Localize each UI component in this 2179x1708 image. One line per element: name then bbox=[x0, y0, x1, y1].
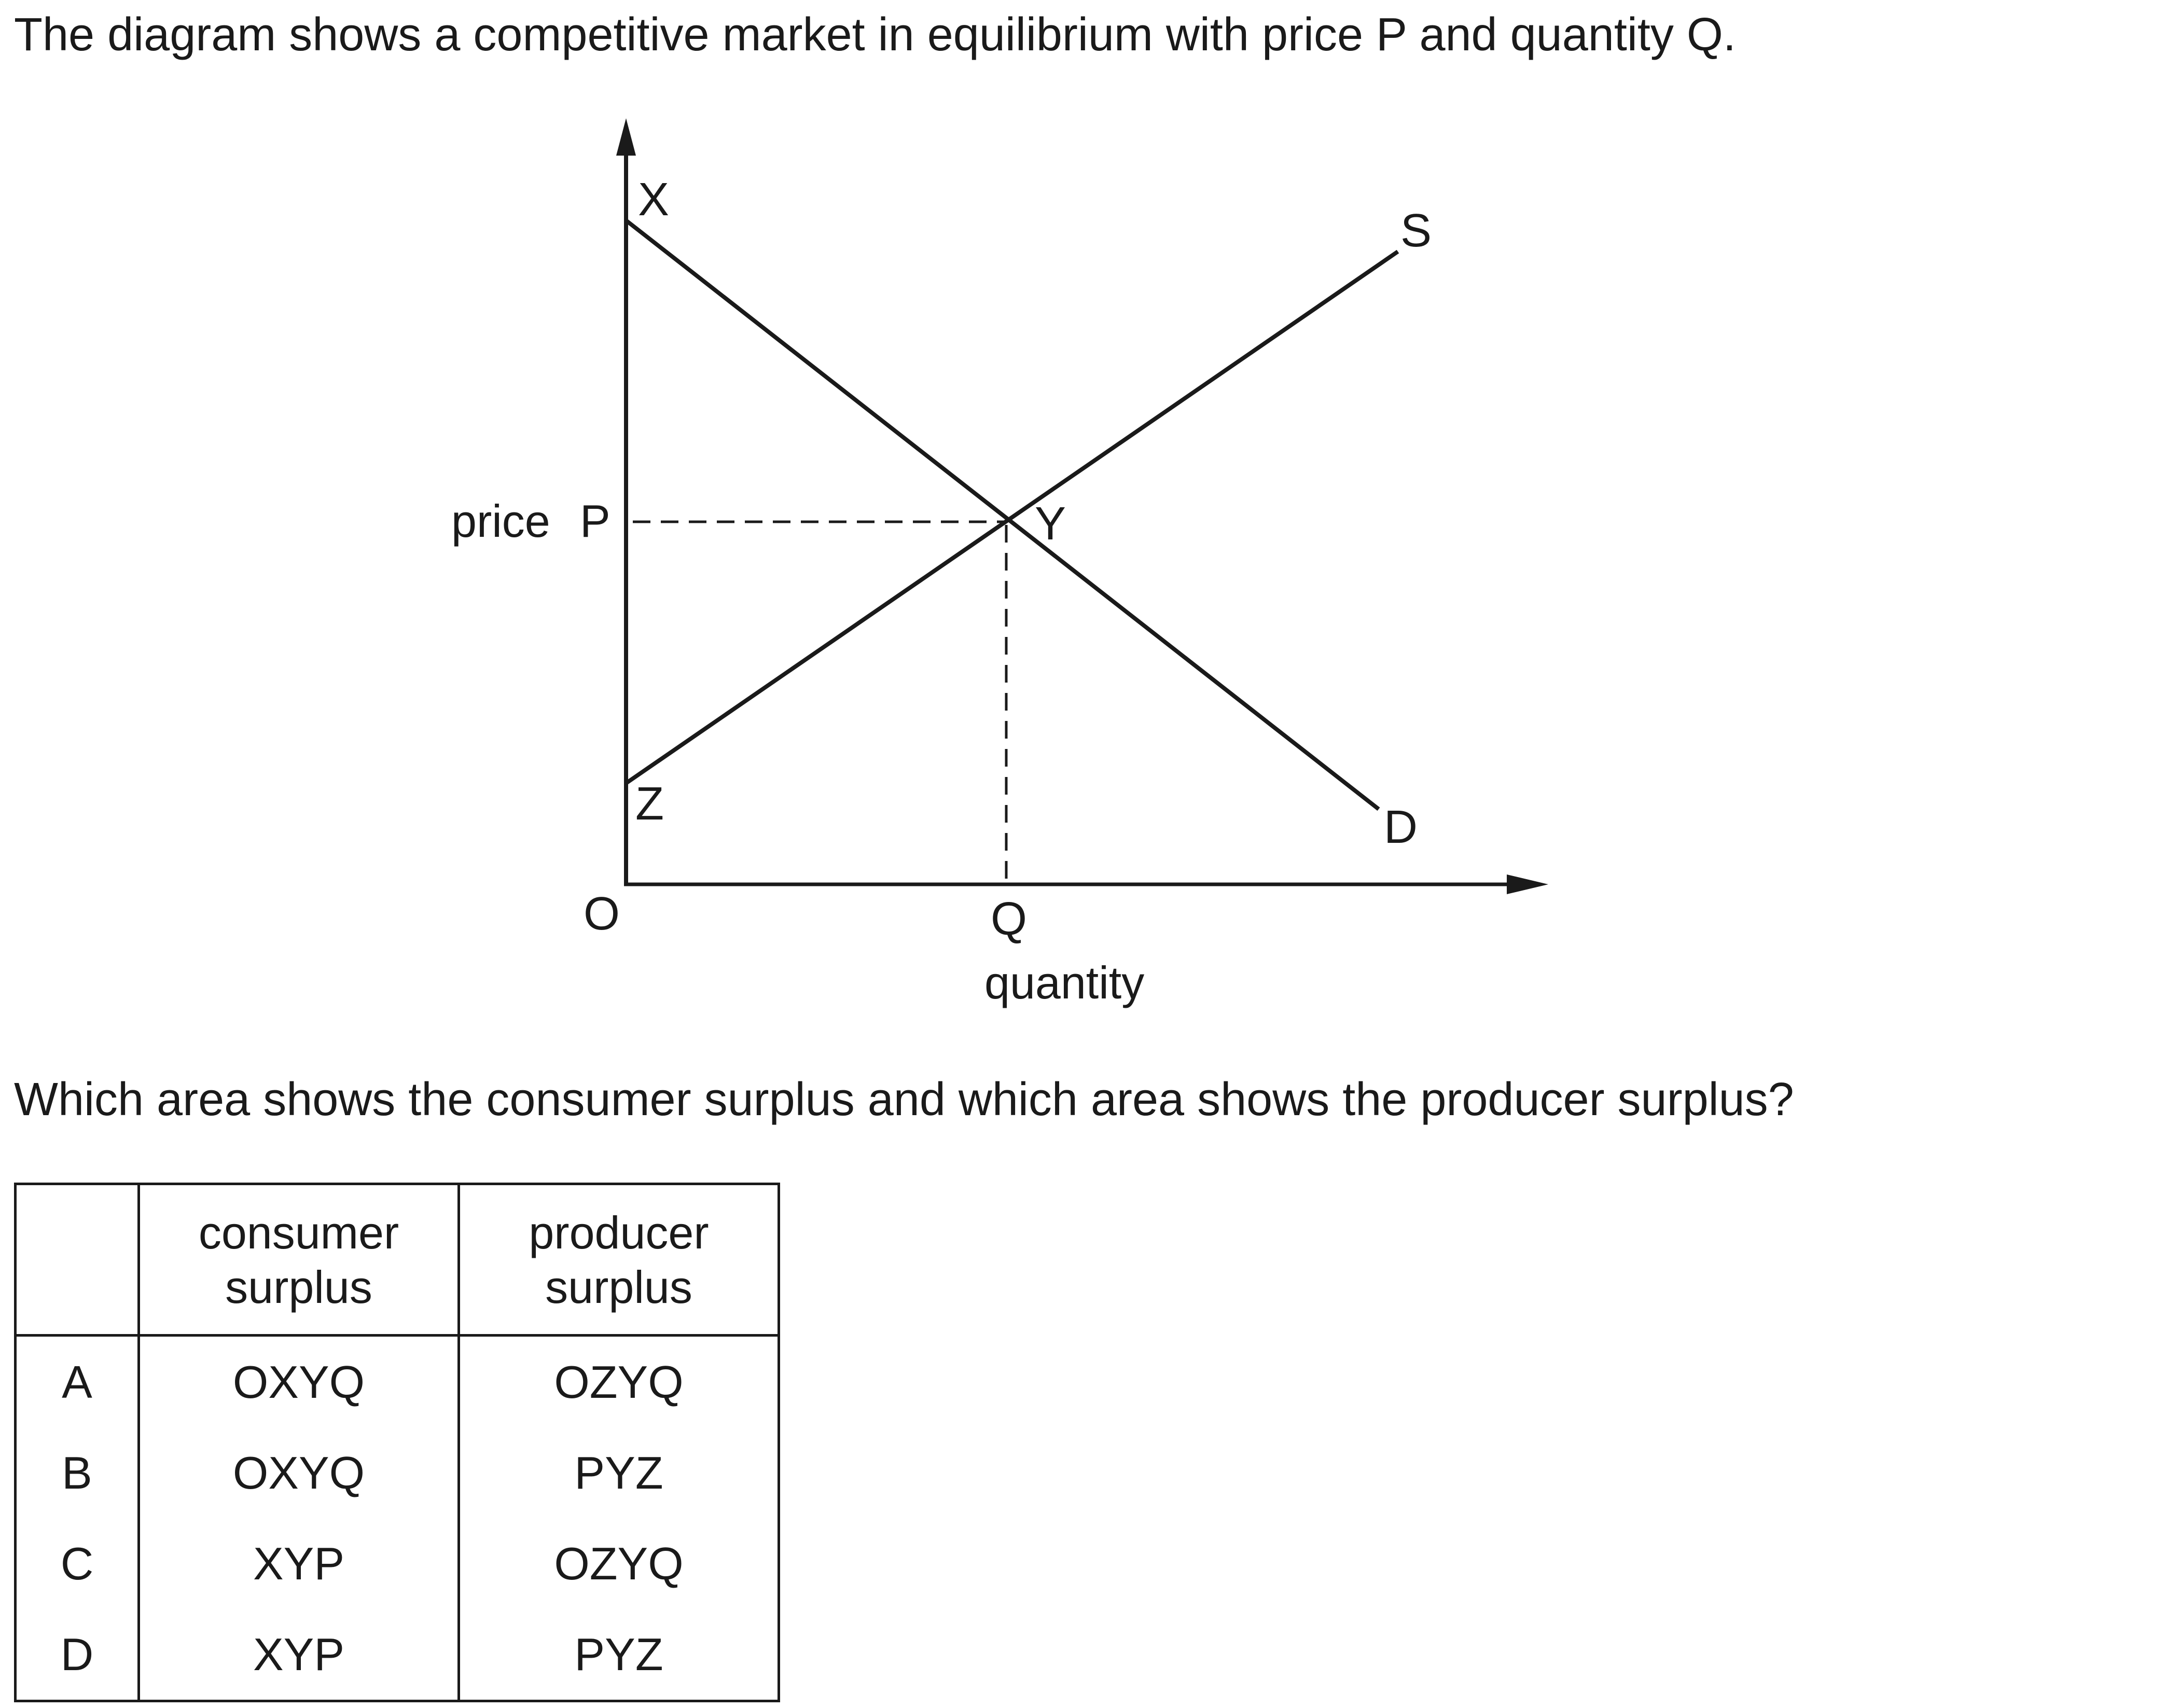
option-letter: C bbox=[14, 1518, 140, 1609]
point-y-label: Y bbox=[1035, 498, 1066, 550]
option-row-b[interactable]: B OXYQ PYZ bbox=[14, 1427, 780, 1518]
header-consumer-line2: surplus bbox=[225, 1261, 372, 1313]
supply-demand-diagram: X S price P Y Z D O Q quantity bbox=[451, 118, 1548, 1008]
demand-label: D bbox=[1384, 801, 1418, 853]
origin-label: O bbox=[584, 888, 620, 940]
answer-options-table: consumer surplus producer surplus A OXYQ… bbox=[14, 1183, 780, 1702]
consumer-surplus-cell: XYP bbox=[137, 1609, 460, 1701]
producer-surplus-cell: PYZ bbox=[457, 1427, 780, 1518]
header-producer-surplus: producer surplus bbox=[457, 1184, 780, 1337]
question-text: Which area shows the consumer surplus an… bbox=[14, 1074, 1794, 1126]
quantity-axis-arrowhead bbox=[1507, 874, 1548, 894]
point-x-label: X bbox=[638, 174, 669, 226]
consumer-surplus-cell: OXYQ bbox=[137, 1427, 460, 1518]
quantity-axis-label: quantity bbox=[984, 957, 1144, 1008]
quantity-q-label: Q bbox=[991, 893, 1027, 945]
producer-surplus-cell: OZYQ bbox=[457, 1518, 780, 1609]
intro-text: The diagram shows a competitive market i… bbox=[14, 9, 1736, 61]
option-row-d[interactable]: D XYP PYZ bbox=[14, 1609, 780, 1701]
point-z-label: Z bbox=[635, 778, 664, 830]
price-axis-arrowhead bbox=[616, 118, 636, 156]
option-letter: D bbox=[14, 1609, 140, 1701]
demand-curve bbox=[624, 218, 1380, 811]
price-axis-label: price bbox=[451, 495, 550, 547]
price-p-label: P bbox=[580, 495, 610, 547]
supply-label: S bbox=[1400, 205, 1432, 257]
producer-surplus-cell: PYZ bbox=[457, 1609, 780, 1701]
supply-curve bbox=[624, 249, 1399, 785]
header-producer-line1: producer bbox=[529, 1206, 709, 1258]
option-row-a[interactable]: A OXYQ OZYQ bbox=[14, 1335, 780, 1427]
header-consumer-surplus: consumer surplus bbox=[137, 1184, 460, 1337]
option-letter: B bbox=[14, 1427, 140, 1518]
consumer-surplus-cell: XYP bbox=[137, 1518, 460, 1609]
header-blank-cell bbox=[14, 1184, 140, 1337]
option-letter: A bbox=[14, 1335, 140, 1427]
table-header-row: consumer surplus producer surplus bbox=[14, 1184, 780, 1337]
header-producer-line2: surplus bbox=[545, 1261, 692, 1313]
option-row-c[interactable]: C XYP OZYQ bbox=[14, 1518, 780, 1609]
producer-surplus-cell: OZYQ bbox=[457, 1335, 780, 1427]
header-consumer-line1: consumer bbox=[198, 1206, 399, 1258]
consumer-surplus-cell: OXYQ bbox=[137, 1335, 460, 1427]
